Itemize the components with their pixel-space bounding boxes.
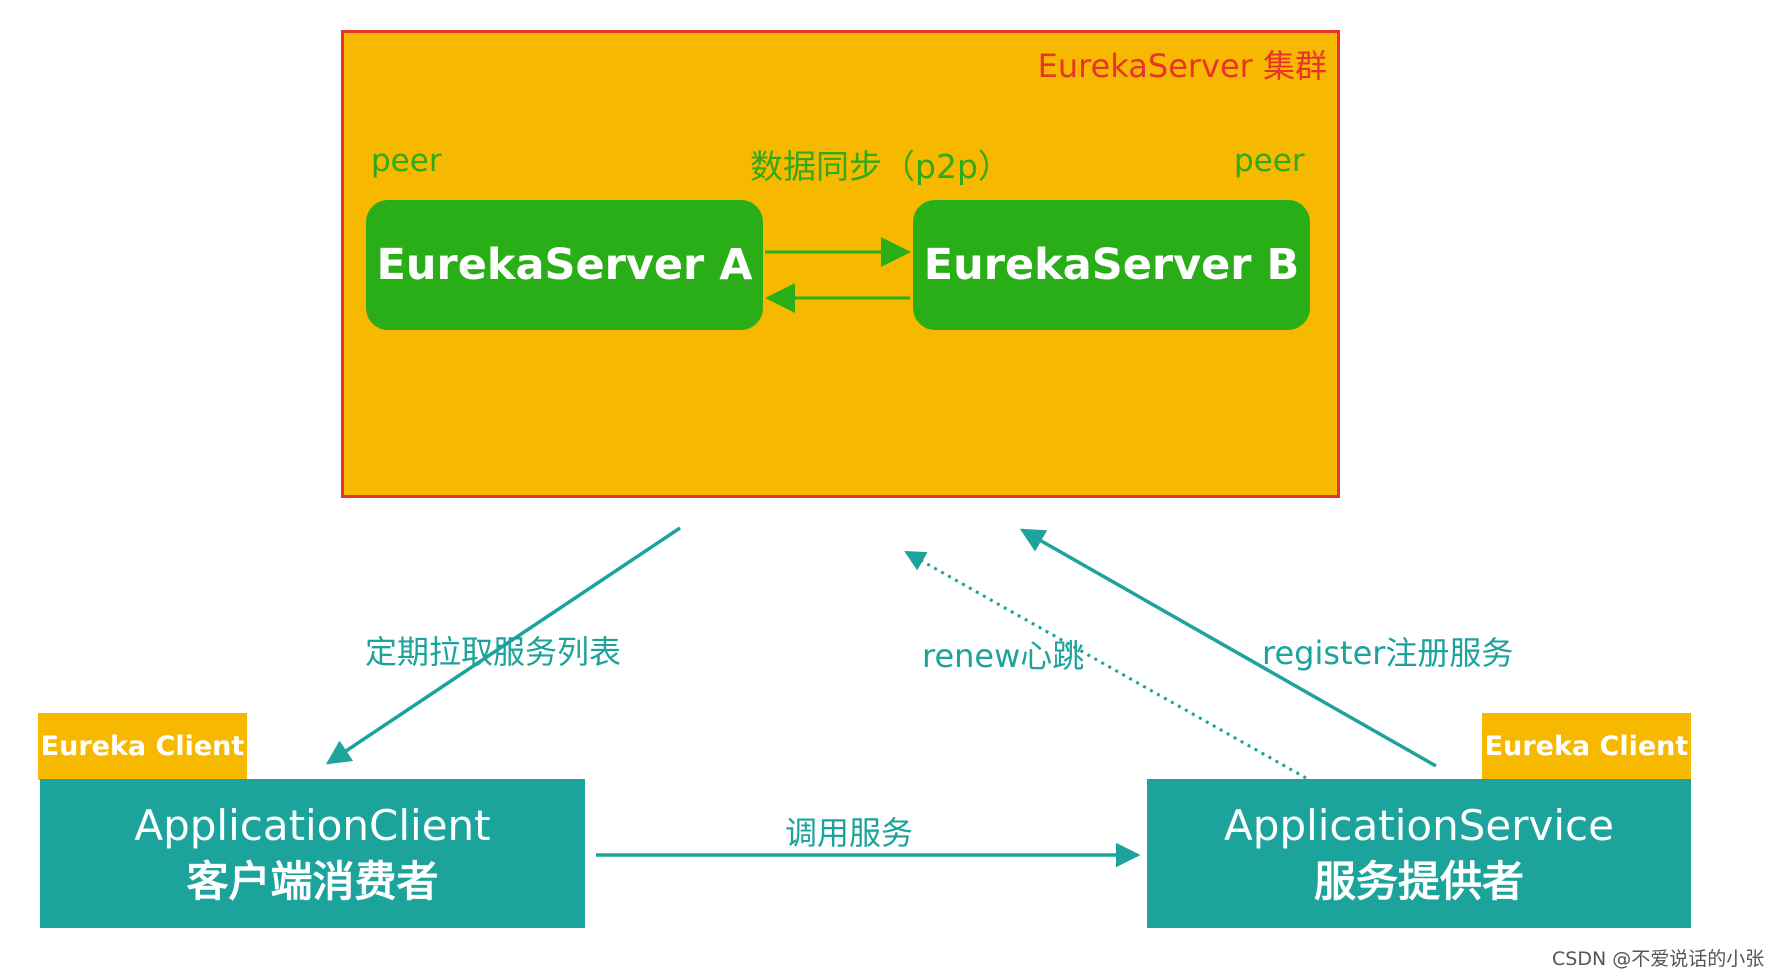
peer-label-b: peer bbox=[1234, 143, 1305, 179]
watermark: CSDN @不爱说话的小张 bbox=[1552, 948, 1765, 970]
service-eureka-tag: Eureka Client bbox=[1482, 713, 1691, 780]
register-arrow bbox=[1019, 528, 1437, 768]
eureka-server-a: EurekaServer A bbox=[366, 200, 763, 330]
register-label: register注册服务 bbox=[1262, 634, 1514, 672]
eureka-server-b: EurekaServer B bbox=[913, 200, 1310, 330]
application-service-name: ApplicationService bbox=[1224, 800, 1614, 850]
application-service-box: ApplicationService 服务提供者 bbox=[1147, 779, 1691, 928]
invoke-label: 调用服务 bbox=[785, 814, 914, 852]
client-eureka-tag: Eureka Client bbox=[38, 713, 247, 780]
application-service-role: 服务提供者 bbox=[1313, 856, 1524, 906]
application-client-name: ApplicationClient bbox=[134, 800, 491, 850]
application-client-box: ApplicationClient 客户端消费者 bbox=[40, 779, 585, 928]
peer-label-a: peer bbox=[371, 143, 442, 179]
application-client-role: 客户端消费者 bbox=[186, 856, 439, 906]
pull-label: 定期拉取服务列表 bbox=[365, 633, 622, 671]
renew-label: renew心跳 bbox=[922, 637, 1085, 675]
cluster-title: EurekaServer 集群 bbox=[1037, 47, 1327, 85]
sync-label: 数据同步（p2p） bbox=[750, 147, 1011, 186]
pull-arrow bbox=[325, 526, 681, 765]
